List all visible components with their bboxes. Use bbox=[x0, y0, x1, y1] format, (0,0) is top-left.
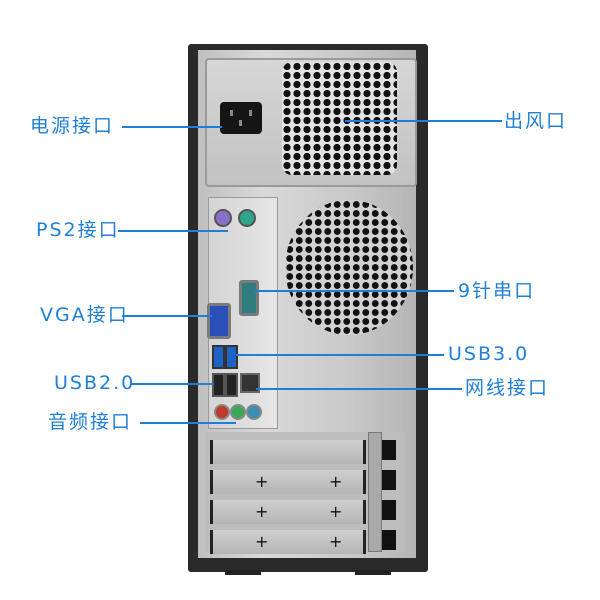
usb2-port bbox=[212, 373, 225, 397]
label-usb2-port: USB2.0 bbox=[54, 372, 136, 394]
slot-retention-clip bbox=[368, 432, 382, 552]
label-usb3-port: USB3.0 bbox=[448, 343, 530, 365]
slot-opening bbox=[382, 500, 396, 520]
label-vga-port: VGA接口 bbox=[40, 304, 129, 326]
leader-line-vga bbox=[122, 315, 212, 317]
leader-line-usb2 bbox=[130, 383, 214, 385]
slot-opening bbox=[382, 530, 396, 550]
slot-opening bbox=[382, 470, 396, 490]
usb3-port bbox=[225, 345, 238, 369]
expansion-slot-cover bbox=[210, 440, 366, 464]
slot-opening bbox=[382, 440, 396, 460]
leader-line-ps2 bbox=[118, 230, 228, 232]
vga-port bbox=[207, 303, 231, 339]
leader-line-exhaust bbox=[345, 120, 502, 122]
expansion-slot-cover: ++ bbox=[210, 470, 366, 494]
leader-line-usb3 bbox=[236, 354, 444, 356]
label-audio-port: 音频接口 bbox=[48, 411, 133, 433]
ethernet-port bbox=[240, 373, 260, 393]
serial-port-9pin bbox=[239, 280, 259, 316]
expansion-slot-cover: ++ bbox=[210, 530, 366, 554]
leader-line-ethernet bbox=[256, 388, 462, 390]
expansion-slot-cover: ++ bbox=[210, 500, 366, 524]
case-foot bbox=[225, 570, 261, 575]
label-serial-port: 9针串口 bbox=[458, 280, 536, 302]
usb3-port bbox=[212, 345, 225, 369]
label-ethernet-port: 网线接口 bbox=[465, 377, 550, 399]
usb2-port bbox=[225, 373, 238, 397]
label-power-port: 电源接口 bbox=[30, 115, 115, 137]
leader-line-audio bbox=[140, 422, 236, 424]
audio-jack-line-in bbox=[246, 404, 262, 420]
leader-line-serial bbox=[254, 290, 454, 292]
psu-exhaust-grill bbox=[282, 62, 397, 175]
case-fan-grill bbox=[285, 200, 413, 335]
audio-jack-line-out bbox=[230, 404, 246, 420]
label-exhaust: 出风口 bbox=[504, 110, 568, 132]
leader-line-power bbox=[122, 126, 222, 128]
power-socket-icon bbox=[220, 102, 262, 134]
audio-jack-mic bbox=[214, 404, 230, 420]
label-ps2-port: PS2接口 bbox=[36, 219, 120, 241]
ps2-keyboard-port bbox=[238, 209, 256, 227]
ps2-mouse-port bbox=[214, 209, 232, 227]
case-foot bbox=[355, 570, 391, 575]
